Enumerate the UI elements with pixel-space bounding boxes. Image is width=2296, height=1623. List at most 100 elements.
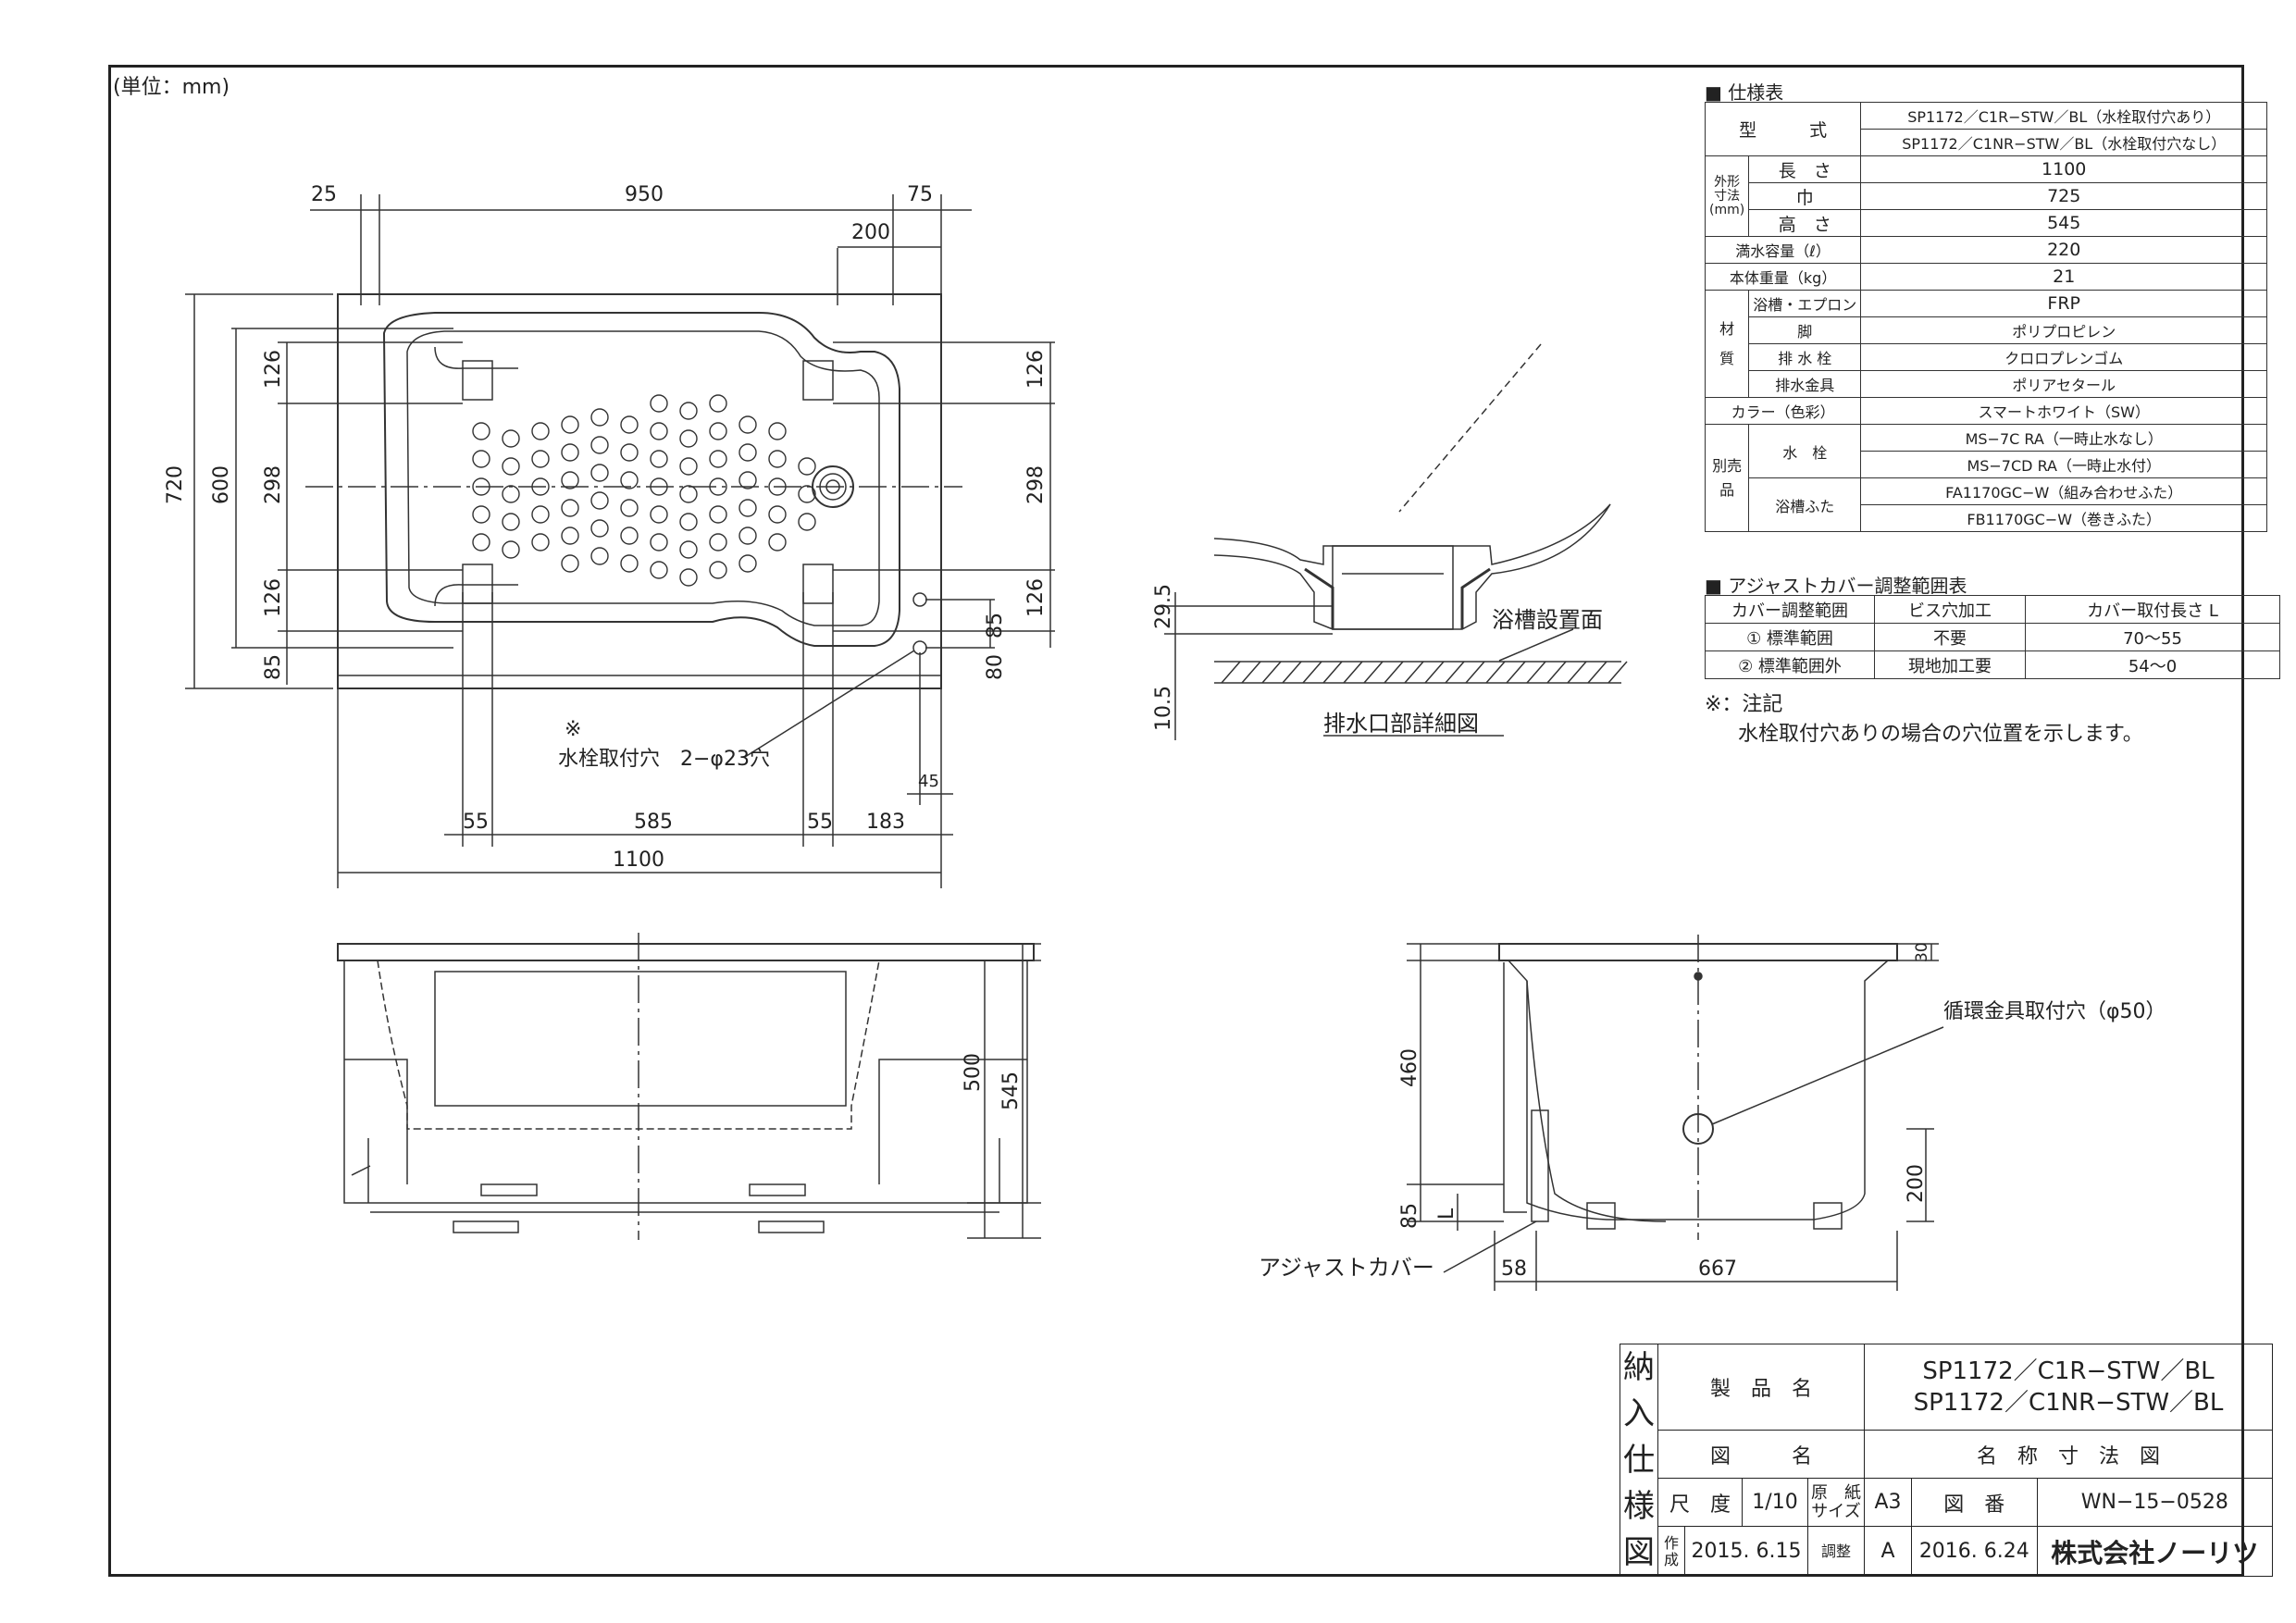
adjust-row1-length: 70〜55: [2025, 623, 2280, 651]
dim-600: 600: [210, 465, 233, 504]
lid-option-1: FA1170GC−W（組み合わせふた）: [1860, 477, 2268, 505]
adjust-row1-screw: 不要: [1874, 623, 2026, 651]
drawing-number: WN−15−0528: [2036, 1478, 2274, 1528]
antislip-dot: [590, 519, 609, 538]
dim-183: 183: [866, 811, 905, 834]
capacity-label: 満水容量（ℓ）: [1704, 236, 1862, 264]
antislip-dot: [768, 505, 787, 524]
lid-label: 浴槽ふた: [1748, 477, 1862, 532]
side-char-1: 納: [1623, 1349, 1655, 1386]
side-char-3: 仕: [1623, 1442, 1655, 1479]
paper-size-value: A3: [1864, 1478, 1912, 1528]
floor-hatch-line: [1587, 661, 1607, 684]
antislip-dot: [798, 457, 816, 476]
dim-298-right: 298: [1024, 465, 1048, 504]
created-label: 作成: [1657, 1526, 1685, 1577]
dim-460: 460: [1398, 1048, 1421, 1087]
faucet-option-1: MS−7C RA（一時止水なし）: [1860, 424, 2268, 452]
antislip-dot: [738, 443, 757, 462]
dim-1100: 1100: [613, 849, 664, 872]
antislip-dot: [709, 477, 727, 496]
antislip-dot: [709, 450, 727, 468]
product-name-1: SP1172／C1R−STW／BL: [1922, 1357, 2215, 1386]
floor-hatch-line: [1343, 661, 1363, 684]
antislip-dot: [502, 457, 520, 476]
scale-value: 1/10: [1742, 1478, 1808, 1528]
created-date: 2015. 6.15: [1684, 1526, 1808, 1577]
dim-L: L: [1435, 1208, 1458, 1220]
material-value-2: ポリプロピレン: [1860, 316, 2268, 344]
dim-200: 200: [851, 221, 890, 244]
floor-hatch-line: [1546, 661, 1567, 684]
color-value: スマートホワイト（SW）: [1860, 397, 2268, 425]
antislip-dot: [709, 422, 727, 440]
side-view: [1407, 935, 1944, 1291]
antislip-dot: [650, 533, 668, 551]
adjust-header-3: カバー取付長さ L: [2025, 595, 2280, 624]
dim-126-right-bottom: 126: [1024, 578, 1048, 617]
dimension-labels: 25 950 75 200 720 600 298 126 126 85 126…: [164, 183, 2166, 1281]
antislip-dot: [561, 527, 579, 545]
antislip-dot: [650, 450, 668, 468]
antislip-dot: [709, 533, 727, 551]
antislip-dot: [738, 471, 757, 489]
model-label: 型 式: [1704, 102, 1862, 156]
scale-label: 尺 度: [1657, 1478, 1743, 1528]
adjust-row2-screw: 現地加工要: [1874, 650, 2026, 679]
antislip-dot: [561, 415, 579, 434]
antislip-dot: [620, 443, 639, 462]
antislip-dot: [738, 499, 757, 517]
circulation-hole-label: 循環金具取付穴（φ50）: [1943, 1000, 2166, 1023]
front-view: [337, 933, 1041, 1240]
drawing-label: 図 名: [1657, 1430, 1865, 1480]
antislip-dot: [768, 422, 787, 440]
dim-950: 950: [625, 183, 664, 206]
floor-hatch-line: [1485, 661, 1506, 684]
antislip-dot: [709, 394, 727, 413]
dim-10-5: 10.5: [1152, 686, 1175, 731]
adjust-row1-range: ① 標準範囲: [1705, 623, 1875, 651]
antislip-dot: [502, 485, 520, 503]
dim-500: 500: [962, 1053, 985, 1092]
weight-value: 21: [1860, 263, 2268, 291]
floor-hatch-line: [1607, 661, 1628, 684]
antislip-dot: [709, 561, 727, 579]
revised-date: 2016. 6.24: [1911, 1526, 2038, 1577]
dim-85-left: 85: [262, 654, 285, 680]
length-value: 1100: [1860, 155, 2268, 183]
antislip-dot: [679, 568, 698, 587]
dim-29-5: 29.5: [1152, 584, 1175, 629]
antislip-dot: [502, 513, 520, 531]
height-value: 545: [1860, 209, 2268, 237]
length-label: 長 さ: [1748, 155, 1862, 183]
adjust-row2-length: 54〜0: [2025, 650, 2280, 679]
adjust-title-text: アジャストカバー調整範囲表: [1728, 575, 1967, 597]
antislip-dot: [620, 471, 639, 489]
dim-585: 585: [634, 811, 673, 834]
dim-667: 667: [1698, 1258, 1737, 1281]
floor-hatch-line: [1221, 661, 1241, 684]
dim-58: 58: [1501, 1258, 1527, 1281]
title-block-side-label: 納 入 仕 様 図: [1620, 1344, 1658, 1577]
width-label: 巾: [1748, 182, 1862, 210]
material-part-4: 排水金具: [1748, 370, 1862, 398]
floor-hatch-line: [1322, 661, 1343, 684]
antislip-dot: [650, 505, 668, 524]
antislip-dot: [590, 464, 609, 482]
antislip-dot: [620, 554, 639, 573]
antislip-dot: [650, 394, 668, 413]
antislip-dot: [531, 422, 550, 440]
material-group: 材 質: [1704, 290, 1750, 398]
product-name-2: SP1172／C1NR−STW／BL: [1913, 1389, 2224, 1418]
floor-hatch-line: [1465, 661, 1485, 684]
dim-55-left: 55: [463, 811, 489, 834]
note-title: ※：注記: [1705, 693, 1783, 716]
antislip-dot: [531, 505, 550, 524]
paper-size-label: 原 紙 サイズ: [1807, 1478, 1865, 1528]
material-value-3: クロロプレンゴム: [1860, 343, 2268, 371]
antislip-dot: [709, 505, 727, 524]
dim-25: 25: [311, 183, 337, 206]
antislip-dot: [590, 491, 609, 510]
